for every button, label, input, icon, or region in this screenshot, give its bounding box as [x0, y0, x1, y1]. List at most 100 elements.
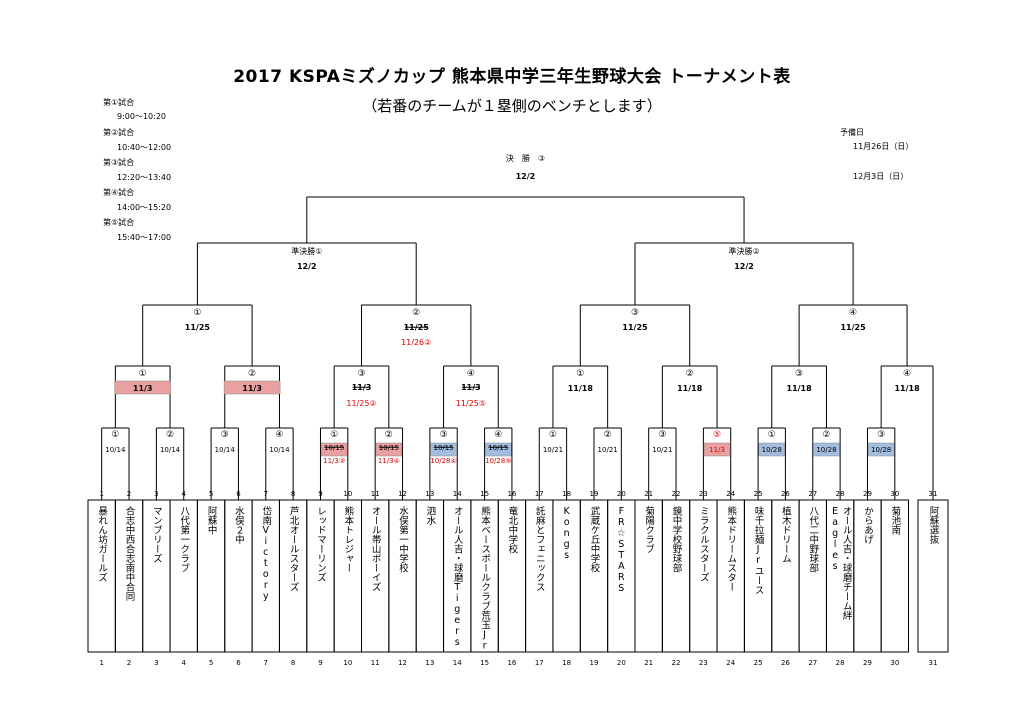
team-number: 29: [863, 659, 872, 667]
match-number: ④: [903, 369, 911, 379]
match-date: 10/14: [269, 446, 290, 454]
team-number: 14: [453, 659, 462, 667]
match-date: 11/18: [894, 384, 920, 393]
team-name: 八代第一クラブ: [178, 506, 190, 573]
match-number: ④: [275, 430, 283, 440]
match-date: 10/28: [871, 446, 891, 454]
team-number: 18: [562, 659, 571, 667]
highlight-box: [223, 380, 281, 395]
schedule-time: 15:40～17:00: [117, 233, 172, 242]
match-date: 11/3: [242, 384, 262, 393]
schedule-time: 9:00～10:20: [117, 112, 167, 121]
team-number: 11: [371, 659, 380, 667]
team-number: 21: [644, 659, 653, 667]
team-number: 9: [318, 659, 322, 667]
highlight-box: [813, 442, 840, 457]
team-number: 25: [754, 659, 763, 667]
schedule-label: 第①試合: [103, 98, 135, 107]
match-new-date: 11/25⑤: [456, 399, 486, 408]
match-date: 11/25: [622, 323, 648, 332]
match-new-date: 10/28⑤: [485, 457, 511, 465]
schedule-time: 14:00～15:20: [117, 203, 172, 212]
match-number: ①: [111, 430, 119, 440]
team-name: Kongs: [561, 506, 572, 561]
team-name: 鏡中学校野球部: [671, 505, 683, 573]
match-date: 10/15: [433, 444, 453, 452]
team-number: 10: [343, 659, 352, 667]
team-name: Eagles: [830, 506, 841, 572]
highlight-box: [320, 442, 348, 457]
highlight-box: [758, 442, 785, 457]
team-number: 17: [535, 659, 544, 667]
match-number: ①: [330, 430, 338, 440]
team-number: 30: [890, 659, 899, 667]
team-name: 水俣第一中学校: [397, 505, 409, 573]
match-date: 10/14: [105, 446, 126, 454]
match-date: 10/21: [652, 446, 672, 454]
team-number: 20: [617, 659, 626, 667]
team-name: 八代二中野球部: [807, 506, 819, 573]
team-name: 託麻とフェニックス: [534, 505, 546, 591]
match-number: ③: [631, 308, 639, 318]
match-number: ③: [357, 369, 365, 379]
team-name: 菊池南: [889, 506, 901, 535]
team-number: 3: [154, 659, 158, 667]
page-title: 2017 KSPAミズノカップ 熊本県中学三年生野球大会 トーナメント表: [233, 67, 791, 87]
schedule-label: 第④試合: [103, 188, 135, 197]
match-date: 11/18: [677, 384, 703, 393]
team-number: 12: [398, 659, 407, 667]
match-date: 10/28: [762, 446, 782, 454]
reserve-date: 11月26日（日）: [853, 142, 914, 151]
team-name: 菊陽クラブ: [643, 506, 655, 554]
team-name: 阿蘇選抜: [928, 506, 940, 545]
match-date: 10/21: [543, 446, 563, 454]
team-number: 28: [836, 659, 845, 667]
schedule-label: 第⑤試合: [103, 218, 135, 227]
semi-label: 準決勝②: [728, 246, 759, 256]
match-number: ②: [166, 430, 174, 440]
team-number: 4: [181, 659, 186, 667]
match-number: ③: [877, 430, 885, 440]
highlight-box: [114, 380, 171, 395]
final-date: 12/2: [516, 172, 536, 181]
semi-date: 12/2: [297, 262, 317, 271]
reserve-label: 予備日: [840, 128, 864, 137]
match-date: 10/15: [488, 444, 508, 452]
match-number: ②: [385, 430, 393, 440]
team-name: オール人吉・球磨チーム絆: [841, 506, 853, 621]
schedule-label: 第③試合: [103, 158, 135, 167]
team-number: 1: [99, 659, 103, 667]
team-number: 27: [808, 659, 817, 667]
match-number: ③: [795, 369, 803, 379]
team-name: オール帯山ボーイズ: [370, 506, 382, 592]
match-number: ③: [658, 430, 666, 440]
highlight-box: [430, 442, 457, 457]
team-name: オール人吉・球磨Tigers: [452, 506, 464, 648]
match-number: ④: [467, 369, 475, 379]
team-number: 16: [507, 659, 516, 667]
match-number: ③: [221, 430, 229, 440]
match-date: 10/28: [816, 446, 836, 454]
team-name: 熊本ベースボールクラブ荒玉Jr: [479, 505, 491, 651]
team-name: マンブリーズ: [151, 506, 163, 563]
team-number: 13: [425, 659, 434, 667]
match-new-date: 11/26②: [401, 338, 431, 347]
team-name: 芦北オールスターズ: [288, 506, 300, 592]
match-number: ⑤: [713, 430, 721, 440]
semi-label: 準決勝①: [291, 246, 322, 256]
match-number: ②: [822, 430, 830, 440]
match-date: 10/15: [324, 444, 344, 452]
match-new-date: 10/28④: [430, 457, 456, 465]
match-new-date: 11/3③: [323, 457, 345, 465]
final-label: 決 勝 ③: [506, 153, 545, 163]
team-number: 26: [781, 659, 790, 667]
team-number: 24: [726, 659, 735, 667]
highlight-box: [375, 442, 403, 457]
schedule-label: 第②試合: [103, 128, 135, 137]
team-name: 暴れん坊ガールズ: [96, 506, 108, 582]
match-number: ②: [686, 369, 694, 379]
match-number: ②: [604, 430, 612, 440]
team-number: 8: [291, 659, 295, 667]
semi-date: 12/2: [734, 262, 754, 271]
